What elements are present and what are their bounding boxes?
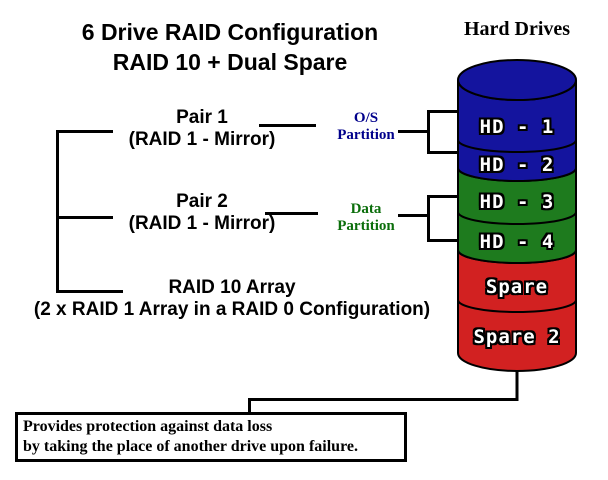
drive-label-hd4: HD - 4	[479, 231, 555, 253]
pair2-name: Pair 2	[176, 191, 228, 212]
cylinder-spare-segment	[457, 249, 577, 372]
raid10-line1: RAID 10 Array	[168, 277, 296, 298]
page-title: 6 Drive RAID Configuration RAID 10 + Dua…	[28, 17, 432, 77]
spare-note-box: Provides protection against data loss by…	[15, 412, 407, 462]
data-partition-line2: Partition	[337, 218, 395, 234]
drive-label-hd2: HD - 2	[479, 154, 555, 176]
os-partition-label: O/S Partition	[318, 110, 414, 144]
os-partition-line2: Partition	[337, 127, 395, 143]
pair2-type: (RAID 1 - Mirror)	[128, 213, 276, 234]
note-line2: by taking the place of another drive upo…	[23, 438, 358, 455]
pair2-label: Pair 2 (RAID 1 - Mirror)	[100, 191, 304, 235]
drive-label-hd3: HD - 3	[479, 191, 555, 213]
data-partition-line1: Data	[350, 201, 382, 217]
os-partition-line1: O/S	[353, 110, 379, 126]
raid10-line2: (2 x RAID 1 Array in a RAID 0 Configurat…	[33, 299, 431, 320]
raid10-array-label: RAID 10 Array (2 x RAID 1 Array in a RAI…	[10, 277, 454, 321]
note-connector	[248, 370, 519, 412]
data-partition-label: Data Partition	[318, 201, 414, 235]
pair1-name: Pair 1	[176, 107, 228, 128]
drive-label-spare: Spare	[485, 276, 549, 298]
separator-hd3-hd4	[457, 211, 577, 225]
separator-hd1-hd2	[457, 139, 577, 153]
hard-drives-heading: Hard Drives	[463, 18, 571, 40]
title-line2: RAID 10 + Dual Spare	[112, 49, 348, 75]
drive-label-hd1: HD - 1	[479, 116, 555, 138]
pair1-drive-bracket	[427, 110, 457, 154]
pair1-type: (RAID 1 - Mirror)	[128, 129, 276, 150]
title-line1: 6 Drive RAID Configuration	[81, 19, 379, 45]
note-line1: Provides protection against data loss	[23, 418, 273, 435]
separator-spare-spare2	[457, 299, 577, 313]
drive-label-spare2: Spare 2	[473, 326, 561, 348]
left-bracket-connector	[56, 130, 123, 293]
pair1-label: Pair 1 (RAID 1 - Mirror)	[100, 107, 304, 151]
cylinder-top-ellipse	[457, 59, 577, 101]
pair2-drive-bracket	[427, 195, 457, 242]
